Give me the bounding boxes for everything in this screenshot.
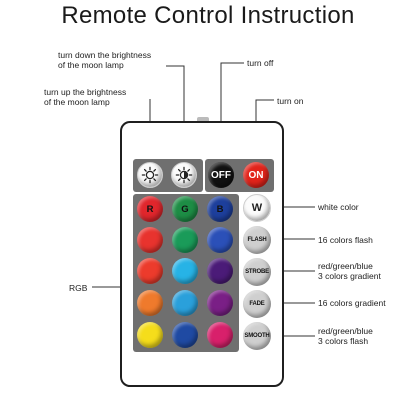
color-button-violet-4[interactable] bbox=[207, 290, 233, 316]
callout-strobe: red/green/blue 3 colors gradient bbox=[318, 261, 381, 281]
sun-outline-icon bbox=[141, 166, 159, 184]
color-button-red-3[interactable] bbox=[137, 258, 163, 284]
strobe-button[interactable]: STROBE bbox=[243, 258, 271, 286]
on-button[interactable]: ON bbox=[243, 162, 269, 188]
callout-smooth: red/green/blue 3 colors flash bbox=[318, 326, 373, 346]
color-button-skyblue-4[interactable] bbox=[172, 290, 198, 316]
callout-fade: 16 colors gradient bbox=[318, 298, 386, 308]
red-button[interactable]: R bbox=[137, 196, 163, 222]
color-button-navy-5[interactable] bbox=[172, 322, 198, 348]
blue-button[interactable]: B bbox=[207, 196, 233, 222]
color-button-purple-3[interactable] bbox=[207, 258, 233, 284]
callout-rgb: RGB bbox=[69, 283, 88, 293]
callout-turn-off: turn off bbox=[247, 58, 274, 68]
smooth-button[interactable]: SMOOTH bbox=[243, 322, 271, 350]
sun-half-icon bbox=[175, 166, 193, 184]
color-button-blue-2[interactable] bbox=[207, 227, 233, 253]
color-button-red-2[interactable] bbox=[137, 227, 163, 253]
color-button-yellow-5[interactable] bbox=[137, 322, 163, 348]
color-button-pink-5[interactable] bbox=[207, 322, 233, 348]
brightness-up-button[interactable] bbox=[137, 162, 163, 188]
page-title: Remote Control Instruction bbox=[61, 2, 355, 29]
callout-dim-up: turn up the brightness of the moon lamp bbox=[44, 87, 127, 107]
remote-notch bbox=[197, 117, 209, 121]
callout-flash: 16 colors flash bbox=[318, 235, 373, 245]
off-button[interactable]: OFF bbox=[208, 162, 234, 188]
fade-button[interactable]: FADE bbox=[243, 290, 271, 318]
green-button[interactable]: G bbox=[172, 196, 198, 222]
white-button[interactable]: W bbox=[243, 194, 271, 222]
brightness-down-button[interactable] bbox=[171, 162, 197, 188]
callout-white-color: white color bbox=[318, 202, 359, 212]
callout-turn-on: turn on bbox=[277, 96, 304, 106]
flash-button[interactable]: FLASH bbox=[243, 226, 271, 254]
color-button-orange-4[interactable] bbox=[137, 290, 163, 316]
color-button-cyan-3[interactable] bbox=[172, 258, 198, 284]
callout-dim-down: turn down the brightness of the moon lam… bbox=[58, 50, 152, 70]
color-button-green-2[interactable] bbox=[172, 227, 198, 253]
